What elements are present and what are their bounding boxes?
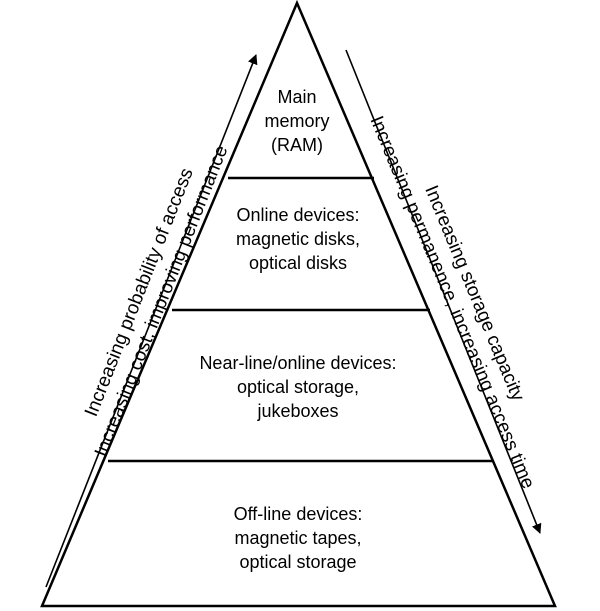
tier-nearline-line-1: Near-line/online devices: — [199, 353, 396, 373]
tier-nearline-devices: Near-line/online devices: optical storag… — [199, 353, 396, 421]
tier-main-memory-line-3: (RAM) — [271, 135, 323, 155]
tier-offline-line-2: magnetic tapes, — [234, 528, 361, 548]
tier-online-line-1: Online devices: — [236, 205, 359, 225]
right-side-arrow — [345, 49, 542, 534]
tier-nearline-line-2: optical storage, — [237, 377, 359, 397]
tier-offline-line-1: Off-line devices: — [234, 504, 363, 524]
tier-offline-devices: Off-line devices: magnetic tapes, optica… — [234, 504, 363, 572]
right-side-label-2: Increasing permanence, increasing access… — [366, 113, 539, 492]
tier-offline-line-3: optical storage — [239, 552, 356, 572]
tier-nearline-line-3: jukeboxes — [256, 401, 338, 421]
right-side-labels: Increasing storage capacity Increasing p… — [366, 113, 539, 492]
tier-main-memory-line-2: memory — [264, 111, 329, 131]
left-side-labels: Increasing probability of access Increas… — [81, 143, 232, 460]
tier-online-line-3: optical disks — [249, 253, 347, 273]
left-side-label-2: Increasing cost, improving performance — [91, 143, 232, 460]
tier-online-line-2: magnetic disks, — [236, 229, 360, 249]
left-side-arrow — [45, 54, 258, 588]
tier-main-memory-line-1: Main — [277, 87, 316, 107]
tier-online-devices: Online devices: magnetic disks, optical … — [236, 205, 360, 273]
pyramid-outline — [40, 0, 557, 608]
tier-main-memory: Main memory (RAM) — [264, 87, 329, 155]
